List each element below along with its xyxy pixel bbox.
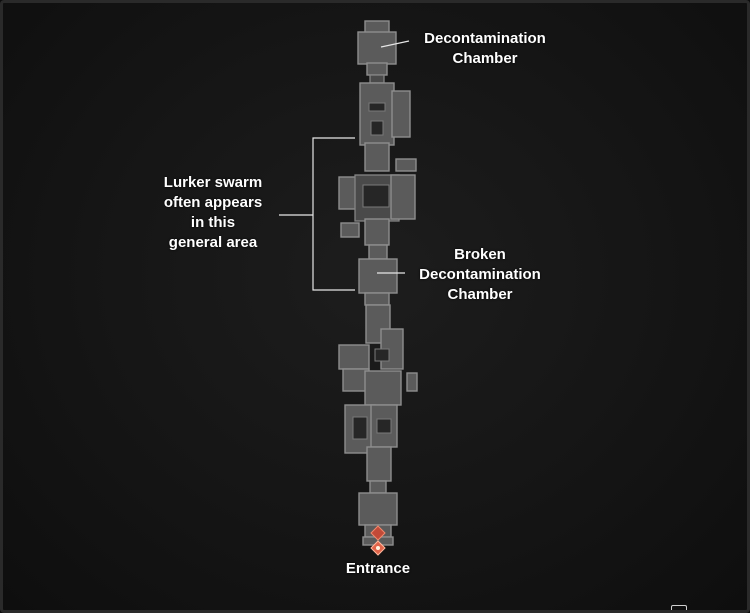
room-upper-complex <box>359 82 417 172</box>
label-entrance: Entrance <box>345 560 411 577</box>
label-broken-decontamination-chamber: Broken Decontamination Chamber <box>419 246 541 303</box>
room-swarm-area <box>338 174 416 246</box>
entrance-marker-icon <box>370 525 386 556</box>
bracket-swarm-area <box>312 137 355 291</box>
room-decontamination-chamber <box>357 20 397 76</box>
label-decontamination-chamber: Decontamination Chamber <box>424 30 546 67</box>
label-lurker-swarm: Lurker swarm often appears in this gener… <box>163 174 263 251</box>
corridor <box>369 74 385 84</box>
room-broken-decontamination-chamber <box>358 244 398 306</box>
facility-map <box>279 20 418 556</box>
leader-decontamination <box>380 40 410 48</box>
room-lower-complex <box>344 370 402 482</box>
panel-tab-icon <box>671 605 687 610</box>
room-mid-corridor <box>338 304 418 392</box>
